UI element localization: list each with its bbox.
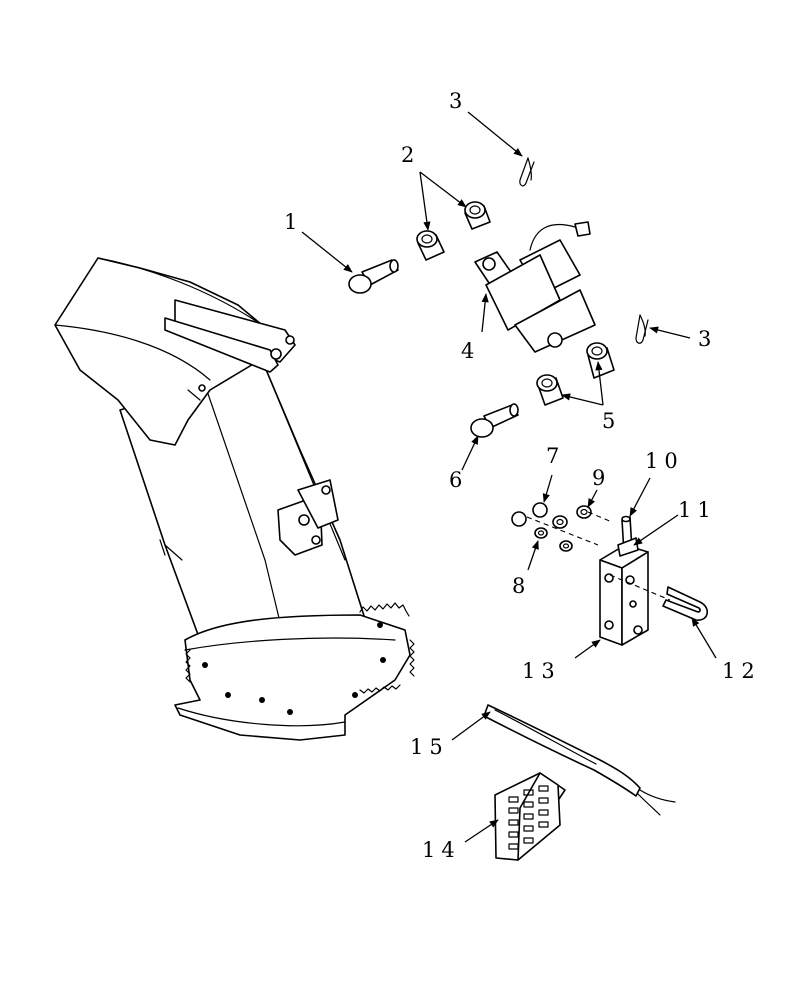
part-6-clevis-pin [470, 403, 519, 438]
part-8-9-washers [534, 505, 592, 552]
callout-3-upper: 3 [449, 89, 468, 113]
callout-11: 11 [678, 498, 717, 522]
callout-14: 14 [422, 838, 461, 862]
callout-labels: 1 2 3 3 4 5 6 7 8 9 10 11 12 13 14 15 [284, 89, 761, 862]
ring-gear-teeth [185, 602, 415, 694]
callout-15: 15 [410, 735, 449, 759]
part-3-hair-pin-lower [635, 314, 649, 344]
part-12-u-bolt [662, 586, 708, 621]
callout-1: 1 [284, 210, 303, 234]
callout-9: 9 [592, 466, 611, 490]
part-14-decal [494, 772, 566, 861]
callout-13: 13 [522, 659, 561, 683]
part-5-bushings [536, 342, 615, 406]
part-10-11-plunger [617, 515, 639, 557]
discharge-chute-assembly [54, 257, 415, 741]
callout-7: 7 [546, 444, 565, 468]
part-1-clevis-pin [348, 259, 399, 294]
callout-4: 4 [461, 339, 480, 363]
part-3-hair-pin-upper [519, 157, 535, 187]
callout-8: 8 [512, 574, 531, 598]
callout-5: 5 [602, 409, 621, 433]
callout-2: 2 [401, 143, 420, 167]
callout-12: 12 [722, 659, 761, 683]
callout-3-lower: 3 [698, 327, 717, 351]
leader-lines [301, 111, 717, 843]
part-7-nuts [511, 502, 548, 527]
part-4-actuator [474, 221, 596, 353]
callout-6: 6 [449, 468, 468, 492]
part-13-switch-block [599, 544, 649, 646]
part-15-wire-harness [483, 704, 676, 816]
part-2-bushings [416, 201, 491, 261]
callout-10: 10 [645, 449, 684, 473]
